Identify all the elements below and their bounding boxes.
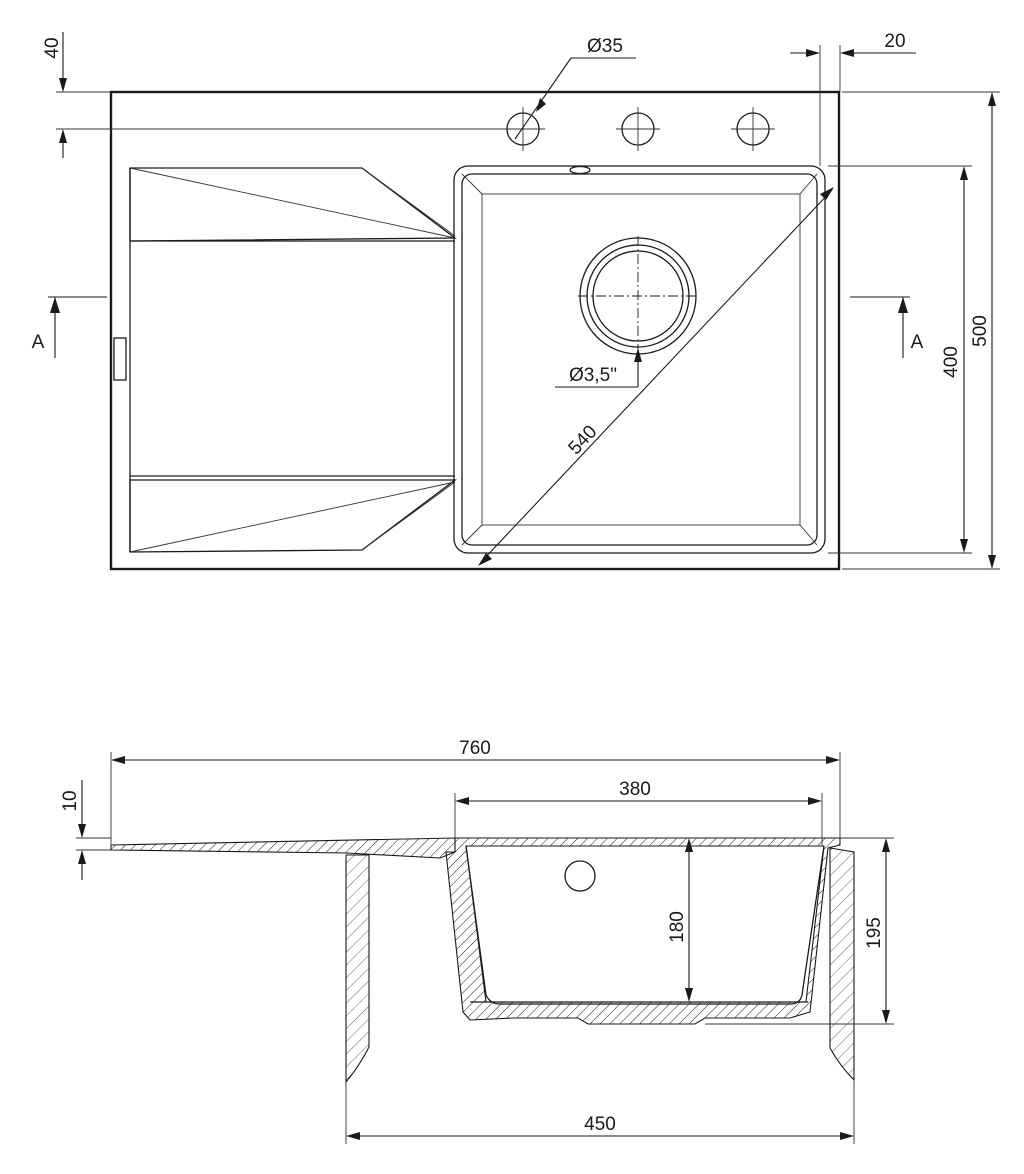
dim-label-drain: Ø3,5" bbox=[569, 365, 617, 386]
cabinet-wall-left bbox=[345, 854, 370, 1084]
dimension-cabinet: 450 bbox=[345, 1080, 855, 1144]
dim-label-20: 20 bbox=[884, 31, 905, 52]
drainboard-section bbox=[110, 837, 456, 859]
dim-label-195: 195 bbox=[864, 917, 885, 949]
dim-label-450: 450 bbox=[584, 1114, 616, 1135]
dim-label-180: 180 bbox=[667, 911, 688, 943]
dim-label-40: 40 bbox=[42, 37, 63, 58]
dim-label-760: 760 bbox=[459, 738, 491, 759]
section-view: 760 380 10 180 bbox=[60, 738, 894, 1144]
section-label-left: A bbox=[32, 332, 45, 353]
dimension-width: 500 bbox=[842, 91, 1000, 570]
overflow-hole bbox=[569, 165, 591, 175]
section-label-right: A bbox=[911, 332, 924, 353]
dimension-drain: Ø3,5" bbox=[555, 348, 642, 388]
dimension-bowl-width: 380 bbox=[454, 779, 823, 846]
cabinet-wall-right bbox=[829, 847, 855, 1082]
dim-label-10: 10 bbox=[60, 790, 81, 811]
dim-label-tap-hole: Ø35 bbox=[587, 36, 623, 57]
dim-label-540: 540 bbox=[564, 421, 601, 459]
tap-hole-icon bbox=[616, 107, 660, 151]
tap-hole-icon bbox=[501, 107, 545, 151]
top-view: 40 Ø35 20 500 bbox=[32, 31, 1000, 571]
dimension-tap-offset: 40 bbox=[42, 32, 501, 158]
overflow-hole-section bbox=[564, 860, 596, 892]
dimension-edge: 20 bbox=[790, 31, 916, 166]
dimension-total-length: 760 bbox=[110, 738, 841, 845]
tap-hole-icon bbox=[731, 107, 775, 151]
dim-label-500: 500 bbox=[970, 315, 991, 347]
drain-icon bbox=[578, 236, 698, 356]
sink-outline bbox=[109, 90, 841, 571]
dimension-diagonal: 540 bbox=[478, 187, 834, 566]
dimension-bowl: 400 bbox=[828, 165, 972, 554]
dim-label-400: 400 bbox=[941, 346, 962, 378]
overflow-slot bbox=[113, 337, 127, 381]
drainboard bbox=[129, 167, 457, 553]
section-marker-right: A bbox=[850, 296, 924, 358]
dimension-total-depth: 195 bbox=[705, 837, 894, 1025]
dimension-rim: 10 bbox=[60, 780, 111, 880]
dimension-bowl-depth: 180 bbox=[667, 838, 693, 1002]
bowl bbox=[453, 165, 826, 554]
dim-label-380: 380 bbox=[619, 779, 651, 800]
section-marker-left: A bbox=[32, 296, 107, 358]
bowl-section bbox=[445, 837, 841, 1025]
bowl-inner bbox=[465, 845, 825, 1005]
dimension-tap-hole: Ø35 bbox=[514, 36, 636, 140]
